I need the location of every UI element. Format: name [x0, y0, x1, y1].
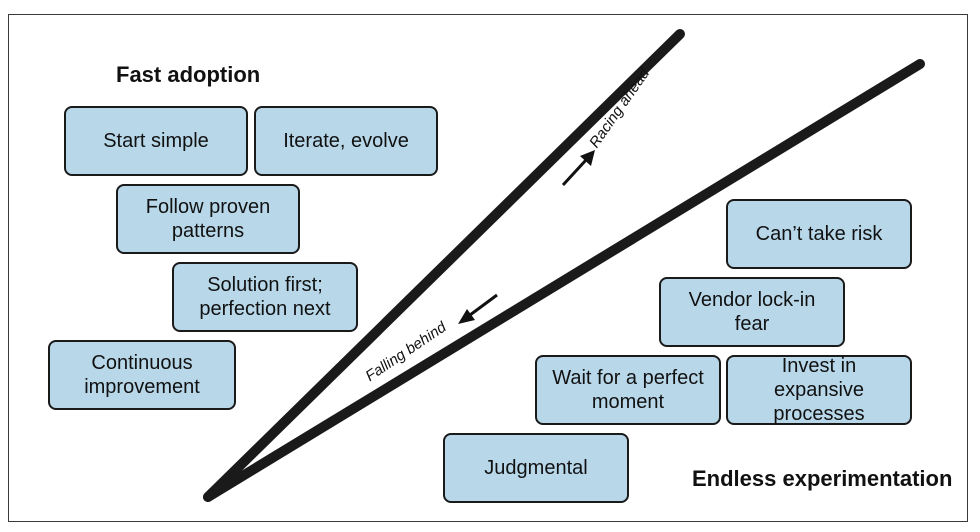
judgmental-box: Judgmental	[443, 433, 629, 503]
racing-ahead-line	[203, 29, 685, 502]
cant-take-risk-box: Can’t take risk	[726, 199, 912, 269]
wait-for-perfect-moment-box: Wait for a perfect moment	[535, 355, 721, 425]
racing-ahead-arrow	[561, 150, 595, 187]
falling-behind-arrow	[458, 293, 498, 324]
iterate-evolve-box: Iterate, evolve	[254, 106, 438, 176]
continuous-improvement-box: Continuous improvement	[48, 340, 236, 410]
invest-in-expansive-processes-box: Invest in expansive processes	[726, 355, 912, 425]
falling-behind-line	[203, 59, 925, 502]
vendor-lock-in-fear-box: Vendor lock-in fear	[659, 277, 845, 347]
start-simple-box: Start simple	[64, 106, 248, 176]
endless-experimentation-heading: Endless experimentation	[692, 466, 953, 491]
fast-adoption-heading: Fast adoption	[116, 62, 261, 87]
follow-proven-patterns-box: Follow proven patterns	[116, 184, 300, 254]
solution-first-box: Solution first; perfection next	[172, 262, 358, 332]
